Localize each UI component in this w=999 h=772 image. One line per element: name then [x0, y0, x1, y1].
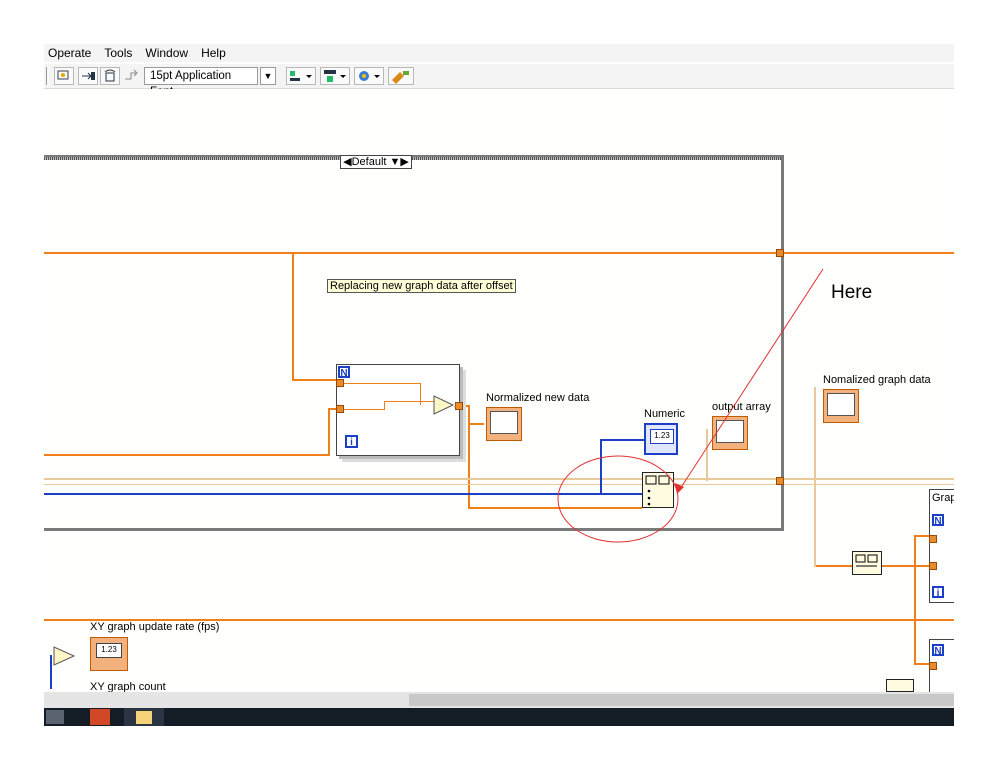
blue-wire[interactable]	[50, 655, 52, 689]
menu-tools[interactable]: Tools	[104, 46, 133, 60]
highlight-execution-icon[interactable]	[54, 67, 74, 85]
graph-label-partial: Grap	[932, 492, 954, 504]
replace-array-subset-icon[interactable]	[642, 472, 674, 508]
scrollbar-thumb[interactable]	[409, 694, 954, 706]
case-structure[interactable]	[44, 155, 784, 531]
orange-wire	[344, 409, 384, 410]
loop-tunnel[interactable]	[929, 662, 937, 670]
orange-wire	[454, 406, 457, 407]
step-over-icon[interactable]	[100, 67, 120, 85]
rate-indicator[interactable]: 1.23	[90, 637, 128, 671]
orange-wire[interactable]	[882, 565, 954, 567]
orange-wire-top[interactable]	[44, 252, 954, 254]
menu-window[interactable]: Window	[145, 46, 189, 60]
divide-icon[interactable]	[52, 645, 78, 667]
orange-wire[interactable]	[328, 408, 338, 410]
for-loop[interactable]: Grap N i	[929, 489, 954, 603]
output-array-indicator[interactable]	[712, 416, 748, 450]
orange-wire	[344, 383, 420, 384]
case-tunnel[interactable]	[776, 249, 784, 257]
rate-value: 1.23	[96, 643, 122, 658]
menu-help[interactable]: Help	[201, 46, 226, 60]
orange-wire[interactable]	[292, 379, 338, 381]
orange-wire	[384, 401, 385, 410]
chevron-down-icon[interactable]: ▼	[260, 67, 276, 85]
blue-wire[interactable]	[44, 493, 642, 495]
for-loop[interactable]: N	[929, 639, 954, 692]
multiply-icon[interactable]	[433, 395, 455, 415]
reorder-icon[interactable]	[354, 67, 384, 85]
indicator-label: Normalized new data	[486, 392, 590, 404]
index-array-icon[interactable]	[852, 551, 882, 575]
menu-operate[interactable]: Operate	[48, 46, 92, 60]
array-wire[interactable]	[814, 387, 816, 567]
loop-tunnel[interactable]	[929, 535, 937, 543]
orange-wire[interactable]	[44, 454, 330, 456]
array-wire[interactable]	[44, 478, 642, 480]
toolbar-grip	[46, 67, 49, 85]
chevron-down-icon[interactable]: ▼▶	[389, 156, 409, 168]
taskbar	[44, 708, 954, 726]
orange-wire	[384, 401, 434, 402]
output-array-label: output array	[712, 401, 771, 413]
distribute-objects-icon[interactable]	[320, 67, 350, 85]
loop-tunnel[interactable]	[929, 562, 937, 570]
step-out-icon[interactable]	[122, 67, 140, 85]
numeric-value: 1.23	[650, 429, 674, 444]
rate-label: XY graph update rate (fps)	[90, 621, 220, 633]
orange-wire[interactable]	[914, 535, 916, 665]
numeric-label: Numeric	[644, 408, 685, 420]
orange-wire[interactable]	[470, 423, 484, 425]
annotation-text: Here	[831, 282, 873, 303]
loop-count-terminal[interactable]: N	[932, 514, 944, 527]
case-selector-label: Default	[351, 156, 387, 168]
taskbar-app-icon[interactable]	[46, 710, 64, 724]
menu-bar: Operate Tools Window Help	[44, 44, 954, 62]
loop-index-terminal[interactable]: i	[932, 586, 944, 599]
array-wire[interactable]	[44, 484, 642, 485]
annotation-arrow	[679, 268, 824, 490]
numeric-control[interactable]: 1.23	[644, 423, 678, 455]
for-loop[interactable]: N i	[336, 364, 463, 456]
chevron-left-icon[interactable]: ◀	[343, 156, 352, 168]
array-wire[interactable]	[706, 429, 708, 481]
diagram-comment[interactable]: Replacing new graph data after offset	[327, 279, 516, 293]
loop-tunnel[interactable]	[336, 379, 344, 387]
labview-icon	[136, 711, 152, 724]
horizontal-scrollbar[interactable]	[44, 692, 954, 708]
orange-wire[interactable]	[460, 405, 470, 407]
arrow-head-icon	[675, 483, 684, 494]
orange-wire-bottom[interactable]	[44, 619, 954, 621]
orange-wire	[420, 383, 421, 405]
taskbar-app-active[interactable]	[124, 708, 164, 726]
block-diagram[interactable]: ◀Default ▼▶ N i Re	[44, 89, 954, 692]
loop-index-terminal[interactable]: i	[345, 435, 358, 448]
orange-wire[interactable]	[292, 252, 294, 380]
font-select[interactable]: 15pt Application Font	[144, 67, 258, 98]
array-indicator[interactable]	[486, 407, 522, 441]
highlight-circle	[557, 455, 679, 543]
align-objects-icon[interactable]	[286, 67, 316, 85]
taskbar-app-icon[interactable]	[90, 709, 110, 725]
graph-data-indicator[interactable]	[823, 389, 859, 423]
array-icon[interactable]	[886, 679, 914, 692]
count-label: XY graph count	[90, 681, 166, 692]
blue-wire[interactable]	[600, 439, 602, 495]
toolbar: 15pt Application Font ▼	[44, 64, 954, 98]
blue-wire[interactable]	[600, 439, 644, 441]
orange-wire[interactable]	[814, 565, 852, 567]
annotation-overlay	[557, 268, 824, 543]
orange-wire[interactable]	[328, 408, 330, 456]
graph-data-label: Nomalized graph data	[823, 374, 931, 386]
loop-count-terminal[interactable]: N	[932, 644, 944, 657]
orange-wire[interactable]	[468, 507, 642, 509]
case-tunnel[interactable]	[776, 477, 784, 485]
loop-count-terminal[interactable]: N	[338, 366, 350, 379]
orange-wire[interactable]	[468, 405, 470, 509]
clean-up-diagram-icon[interactable]	[388, 67, 414, 85]
loop-tunnel[interactable]	[336, 405, 344, 413]
step-into-icon[interactable]	[78, 67, 98, 85]
case-selector[interactable]: ◀Default ▼▶	[340, 155, 412, 169]
